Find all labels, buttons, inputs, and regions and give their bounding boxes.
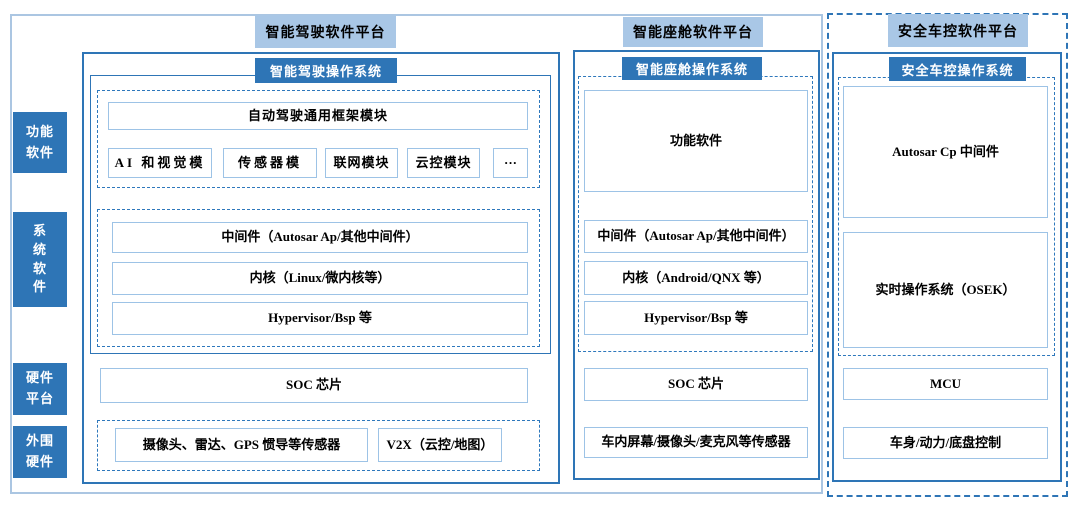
cockpit-soc-box: SOC 芯片 bbox=[584, 368, 808, 401]
cockpit-functional-box: 功能软件 bbox=[584, 90, 808, 192]
driving-functional-group bbox=[97, 90, 540, 188]
driving-peripheral-group bbox=[97, 420, 540, 471]
control-rtos-box: 实时操作系统（OSEK） bbox=[843, 232, 1048, 348]
cockpit-middleware-box: 中间件（Autosar Ap/其他中间件） bbox=[584, 220, 808, 253]
driving-platform-title: 智能驾驶软件平台 bbox=[265, 23, 386, 40]
sidebar-label-line: 功能 bbox=[25, 123, 54, 139]
cockpit-kernel-box: 内核（Android/QNX 等） bbox=[584, 261, 808, 295]
driving-platform-header: 智能驾驶软件平台 bbox=[255, 15, 396, 48]
cockpit-sensors-label: 车内屏幕/摄像头/麦克风等传感器 bbox=[601, 434, 791, 450]
driving-os-title-label: 智能驾驶操作系统 bbox=[269, 64, 382, 79]
control-mcu-label: MCU bbox=[929, 375, 962, 391]
sidebar-label-system-software: 系 统 软 件 bbox=[13, 212, 67, 307]
sidebar-label-line: 系 bbox=[32, 222, 47, 238]
driving-module-label: AI 和视觉模 bbox=[114, 154, 206, 170]
control-middleware-box: Autosar Cp 中间件 bbox=[843, 86, 1048, 218]
cockpit-hypervisor-box: Hypervisor/Bsp 等 bbox=[584, 301, 808, 335]
cockpit-platform-title: 智能座舱软件平台 bbox=[633, 24, 753, 40]
driving-sensors-label: 摄像头、雷达、GPS 惯导等传感器 bbox=[142, 436, 341, 452]
driving-module-ai-vision: AI 和视觉模 bbox=[108, 148, 212, 178]
control-mcu-box: MCU bbox=[843, 368, 1048, 400]
driving-v2x-box: V2X（云控/地图） bbox=[378, 428, 502, 462]
driving-module-network: 联网模块 bbox=[325, 148, 398, 178]
cockpit-kernel-label: 内核（Android/QNX 等） bbox=[622, 269, 770, 285]
control-os-title: 安全车控操作系统 bbox=[889, 57, 1026, 81]
control-os-title-label: 安全车控操作系统 bbox=[901, 62, 1014, 78]
driving-middleware-box: 中间件（Autosar Ap/其他中间件） bbox=[112, 222, 528, 253]
driving-framework-label: 自动驾驶通用框架模块 bbox=[247, 107, 388, 123]
cockpit-hypervisor-label: Hypervisor/Bsp 等 bbox=[644, 309, 748, 325]
sidebar-label-line: 件 bbox=[32, 279, 47, 295]
sidebar-label-line: 统 bbox=[32, 241, 47, 257]
sidebar-label-peripheral-hardware: 外围 硬件 bbox=[13, 426, 67, 478]
driving-os-title: 智能驾驶操作系统 bbox=[255, 58, 397, 83]
sidebar-label-hardware-platform: 硬件 平台 bbox=[13, 363, 67, 415]
driving-module-cloud: 云控模块 bbox=[407, 148, 480, 178]
control-vehicle-control-box: 车身/动力/底盘控制 bbox=[843, 427, 1048, 459]
sidebar-label-line: 软件 bbox=[25, 144, 54, 160]
driving-module-sensor: 传感器模 bbox=[223, 148, 317, 178]
driving-soc-label: SOC 芯片 bbox=[286, 377, 342, 393]
control-rtos-label: 实时操作系统（OSEK） bbox=[875, 281, 1016, 297]
driving-sensors-box: 摄像头、雷达、GPS 惯导等传感器 bbox=[115, 428, 368, 462]
driving-system-group bbox=[97, 209, 540, 347]
outer-frame bbox=[10, 14, 823, 494]
sidebar-label-line: 软 bbox=[32, 260, 47, 276]
cockpit-middleware-label: 中间件（Autosar Ap/其他中间件） bbox=[597, 228, 795, 244]
driving-module-label: 联网模块 bbox=[333, 154, 390, 170]
driving-hypervisor-box: Hypervisor/Bsp 等 bbox=[112, 302, 528, 335]
driving-kernel-box: 内核（Linux/微内核等） bbox=[112, 262, 528, 295]
control-vehicle-control-label: 车身/动力/底盘控制 bbox=[889, 434, 1002, 450]
cockpit-sensors-box: 车内屏幕/摄像头/麦克风等传感器 bbox=[584, 427, 808, 458]
driving-kernel-label: 内核（Linux/微内核等） bbox=[249, 270, 391, 286]
driving-v2x-label: V2X（云控/地图） bbox=[386, 436, 494, 452]
driving-module-label: 传感器模 bbox=[237, 154, 302, 170]
control-platform-title: 安全车控软件平台 bbox=[898, 22, 1018, 39]
control-middleware-label: Autosar Cp 中间件 bbox=[892, 143, 999, 159]
cockpit-functional-label: 功能软件 bbox=[669, 132, 722, 148]
sidebar-label-line: 硬件 bbox=[25, 370, 54, 386]
driving-soc-box: SOC 芯片 bbox=[100, 368, 528, 403]
sidebar-label-functional-software: 功能 软件 bbox=[13, 112, 67, 173]
sidebar-label-line: 外围 bbox=[25, 433, 54, 449]
cockpit-os-title-label: 智能座舱操作系统 bbox=[635, 62, 748, 77]
cockpit-os-title: 智能座舱操作系统 bbox=[622, 57, 762, 80]
driving-framework-box: 自动驾驶通用框架模块 bbox=[108, 102, 528, 130]
cockpit-platform-header: 智能座舱软件平台 bbox=[623, 17, 763, 47]
driving-hypervisor-label: Hypervisor/Bsp 等 bbox=[268, 310, 372, 326]
driving-middleware-label: 中间件（Autosar Ap/其他中间件） bbox=[221, 229, 419, 245]
sidebar-label-line: 硬件 bbox=[25, 454, 54, 469]
driving-module-label: 云控模块 bbox=[415, 154, 472, 170]
control-platform-header: 安全车控软件平台 bbox=[888, 14, 1028, 47]
cockpit-soc-label: SOC 芯片 bbox=[668, 376, 724, 392]
ellipsis-label: ··· bbox=[503, 154, 517, 170]
driving-module-ellipsis: ··· bbox=[493, 148, 528, 178]
sidebar-label-line: 平台 bbox=[25, 391, 54, 406]
